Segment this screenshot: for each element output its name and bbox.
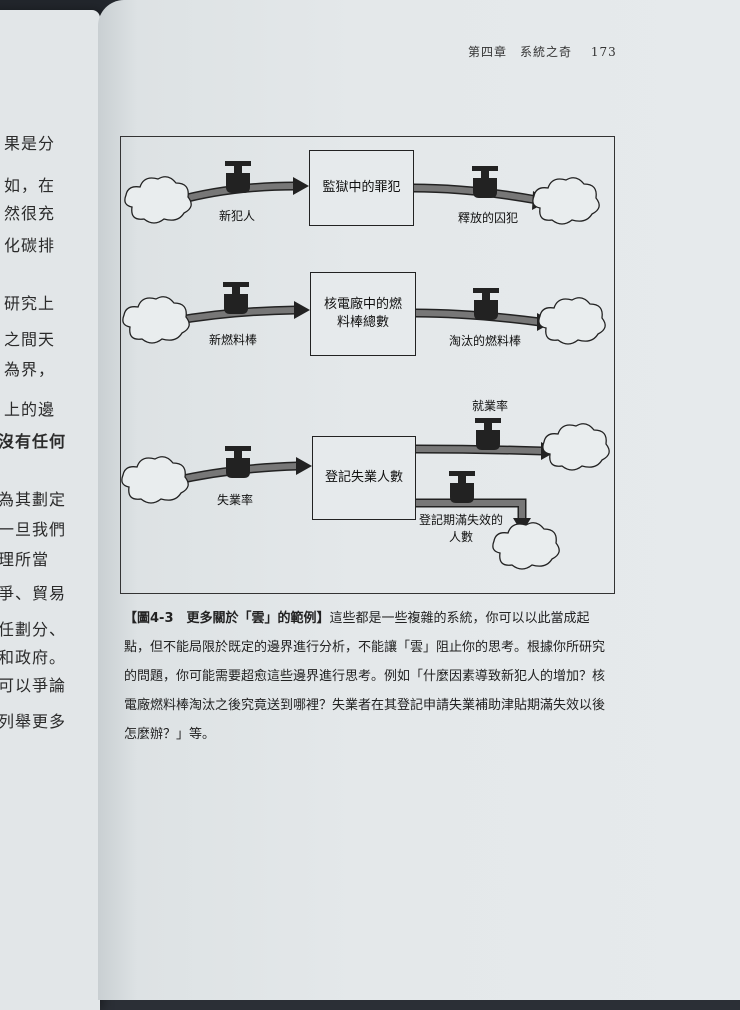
left-page-line: 一旦我們	[0, 520, 67, 539]
cloud-icon	[124, 176, 192, 224]
cloud-icon	[538, 297, 606, 345]
left-page-line: 和政府。	[0, 648, 67, 667]
valve-icon	[475, 418, 501, 450]
outflow-label-row1: 釋放的囚犯	[457, 211, 518, 225]
outflow-label-row2: 淘汰的燃料棒	[448, 334, 521, 348]
left-page-line: 為其劃定	[0, 490, 67, 509]
inflow-label-row3: 失業率	[216, 493, 253, 507]
inflow-label-row1: 新犯人	[218, 209, 255, 223]
left-page-line: 列舉更多	[0, 712, 67, 731]
stock-label: 核電廠中的燃料棒總數	[323, 297, 402, 330]
caption-title: 【圖4-3 更多關於「雲」的範例】	[124, 611, 330, 626]
valve-icon	[472, 166, 498, 198]
left-page-line: 可以爭論	[0, 676, 67, 695]
stock-box-row2: 核電廠中的燃料棒總數	[310, 272, 416, 356]
figure-frame	[120, 136, 615, 594]
left-page-line: 研究上	[4, 294, 56, 313]
left-page: 果是分如，在然很充化碳排研究上之間天為界， 上的邊沒有任何為其劃定一旦我們理所當爭…	[0, 10, 100, 1010]
running-header: 第四章 系統之奇 173	[468, 43, 617, 60]
left-page-line: 為界，	[4, 360, 56, 379]
cloud-icon	[532, 177, 600, 225]
left-page-line: 如，在	[4, 176, 56, 195]
cloud-icon	[121, 456, 189, 504]
left-page-line: 沒有任何	[0, 432, 67, 451]
outflow-bottom-label-row3: 登記期滿失效的人數	[418, 513, 503, 544]
inflow-label-row2: 新燃料棒	[208, 333, 257, 347]
figure-caption: 【圖4-3 更多關於「雲」的範例】這些都是一些複雜的系統，你可以以此當成起點，但…	[124, 604, 612, 749]
chapter-title: 第四章 系統之奇	[468, 45, 573, 59]
left-page-line: 果是分	[4, 134, 56, 153]
stock-box-row1: 監獄中的罪犯	[309, 150, 414, 226]
cloud-icon	[542, 423, 610, 471]
left-page-line: 化碳排	[4, 236, 56, 255]
left-page-line: 爭、貿易	[0, 584, 67, 603]
valve-icon	[449, 471, 475, 503]
left-page-line: 上的邊	[4, 400, 56, 419]
left-page-line: 理所當	[0, 550, 50, 569]
outflow-top-label-row3: 就業率	[471, 399, 508, 413]
left-page-line: 任劃分、	[0, 620, 67, 639]
cloud-icon	[122, 296, 190, 344]
valve-icon	[225, 161, 251, 193]
caption-body: 這些都是一些複雜的系統，你可以以此當成起點，但不能局限於既定的邊界進行分析，不能…	[124, 611, 606, 742]
stock-label: 登記失業人數	[324, 470, 403, 485]
stock-label: 監獄中的罪犯	[322, 180, 401, 195]
stock-box-row3: 登記失業人數	[312, 436, 416, 520]
left-page-line: 之間天	[4, 330, 56, 349]
page-number: 173	[590, 45, 617, 59]
valve-icon	[473, 288, 499, 320]
valve-icon	[225, 446, 251, 478]
valve-icon	[223, 282, 249, 314]
stock-flow-diagram	[121, 161, 610, 570]
left-page-line: 然很充	[4, 204, 56, 223]
